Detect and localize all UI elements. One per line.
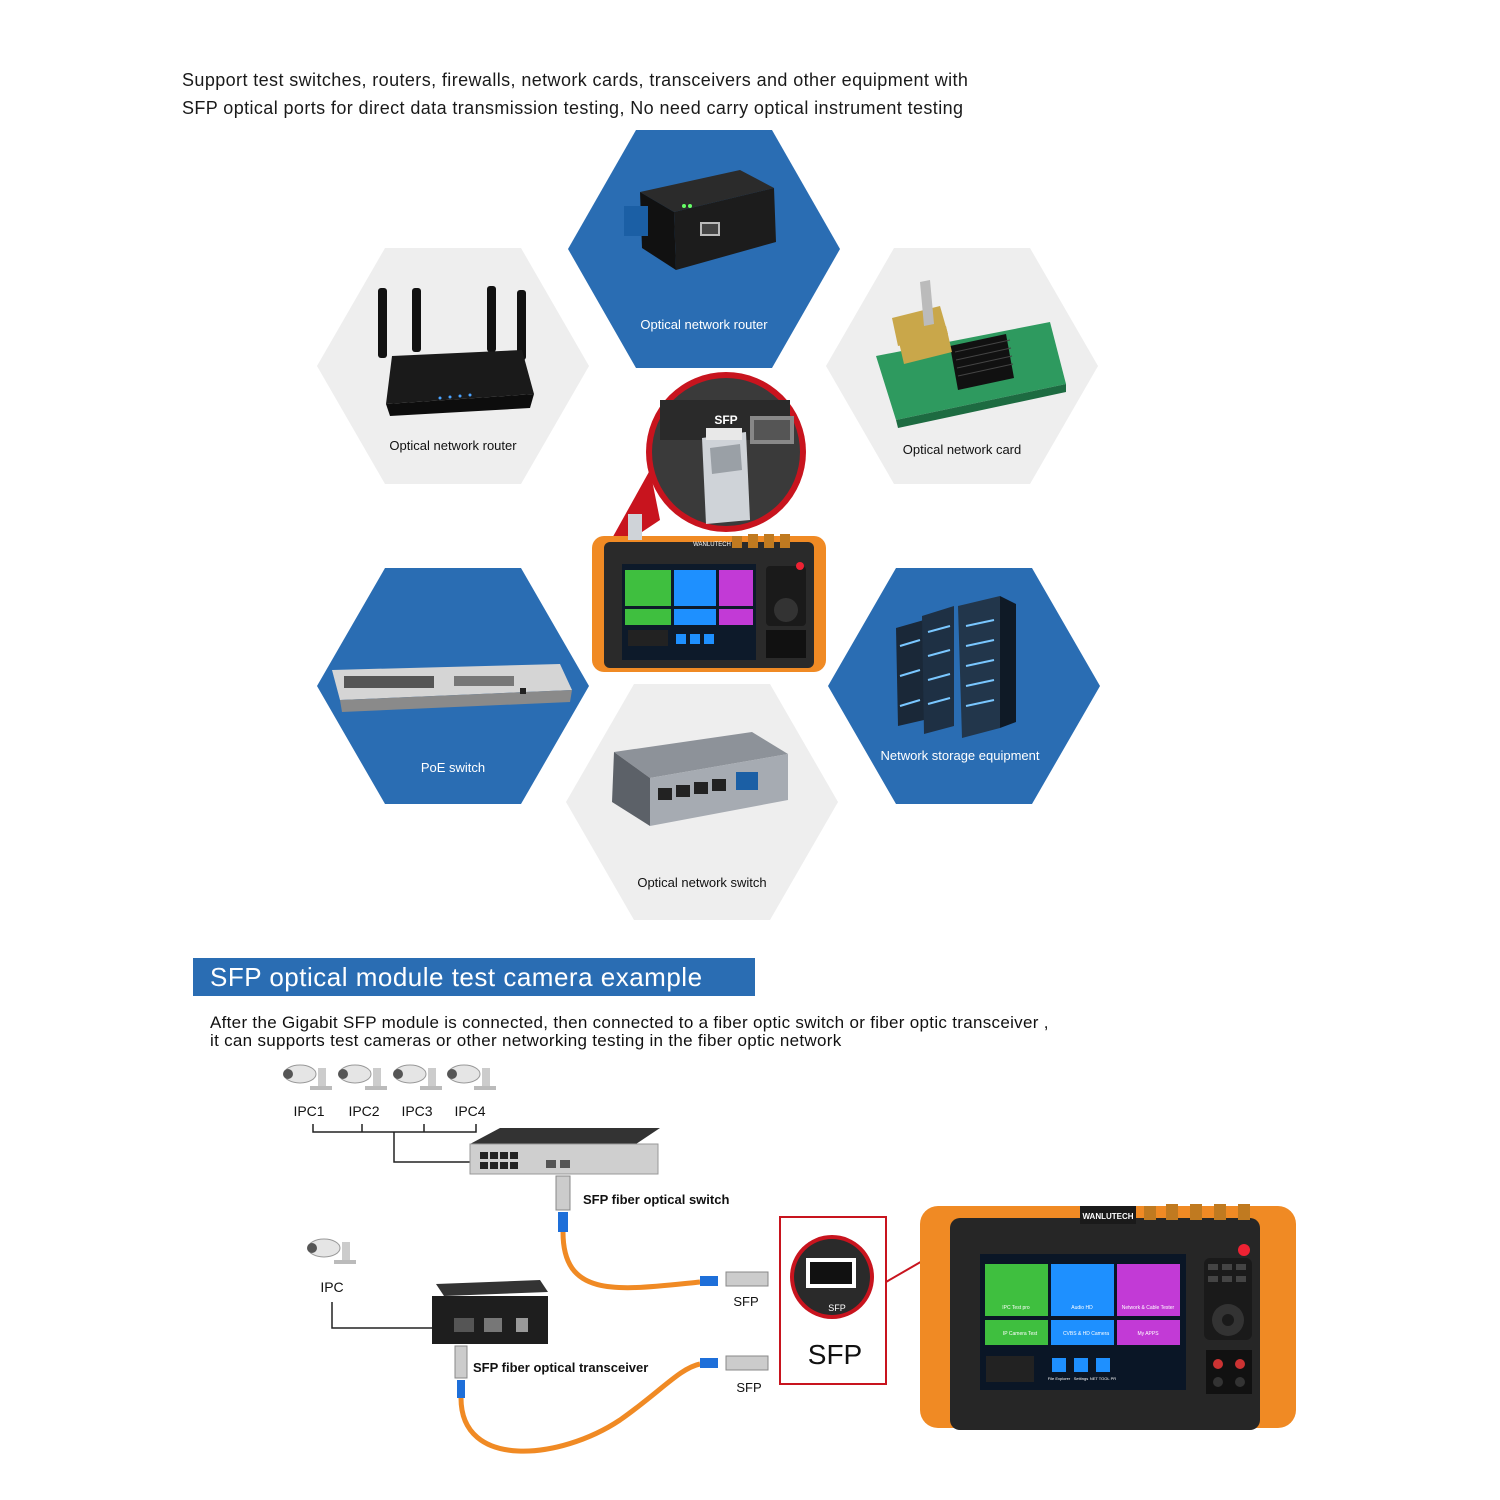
- device-tile-4: IP Camera Test: [1003, 1331, 1038, 1337]
- sfp-label-1: SFP: [733, 1294, 758, 1309]
- sfp-label-2: SFP: [736, 1380, 761, 1395]
- sfp-module-icon: [700, 1271, 769, 1287]
- tester-device: WANLUTECH IPC Test pro Audio HD Network …: [920, 1204, 1296, 1430]
- sfp-module-icon: [555, 1175, 571, 1232]
- ipc4-label: IPC4: [454, 1103, 485, 1119]
- ipc-camera-row: [283, 1064, 496, 1090]
- hex-poe-switch: PoE switch: [317, 568, 589, 804]
- server-racks-icon: [896, 596, 1016, 738]
- media-converter-icon: [624, 170, 776, 270]
- ipc-line: [331, 1302, 432, 1329]
- wifi-router-icon: [378, 286, 534, 416]
- camera-icon: [338, 1064, 387, 1090]
- zoom-sfp-label: SFP: [714, 413, 737, 427]
- section-desc-line-1: After the Gigabit SFP module is connecte…: [210, 1013, 1049, 1032]
- small-switch-icon: [612, 732, 788, 826]
- sfp-zoom-callout: SFP: [600, 372, 806, 560]
- sfp-module-icon: [700, 1355, 769, 1371]
- sfp-module-icon: [454, 1345, 468, 1398]
- device-brand: WANLUTECH: [1082, 1212, 1133, 1221]
- network-card-icon: [876, 280, 1066, 428]
- transceiver-label: SFP fiber optical transceiver: [473, 1360, 648, 1375]
- hex-label-3: Optical network card: [903, 442, 1022, 457]
- device-tile-5: CVBS & HD Camera: [1063, 1331, 1109, 1337]
- hex-server-racks: Network storage equipment: [828, 568, 1100, 804]
- section-title: SFP optical module test camera example: [193, 958, 755, 996]
- camera-icon: [307, 1238, 356, 1264]
- network-diagram: IPC1 IPC2 IPC3 IPC4 SFP fiber optical sw…: [283, 1064, 1296, 1454]
- hex-media-converter: Optical network router: [568, 130, 840, 368]
- switch-label: SFP fiber optical switch: [583, 1192, 729, 1207]
- device-bottom-icon-2: Settings: [1074, 1376, 1088, 1381]
- intro-line-2: SFP optical ports for direct data transm…: [182, 98, 964, 118]
- hexagon-cluster: Optical network router Optical network r…: [317, 130, 1100, 920]
- hex-label-1: Optical network router: [640, 317, 768, 332]
- device-tile-2: Audio HD: [1071, 1305, 1093, 1311]
- hex-small-switch: Optical network switch: [566, 684, 838, 920]
- sfp-callout-box: SFP SFP: [779, 1216, 887, 1385]
- ipc-bus-lines: [312, 1124, 477, 1163]
- hex-label-2: Optical network router: [389, 438, 517, 453]
- ipc-label: IPC: [320, 1279, 343, 1295]
- hex-label-5: Network storage equipment: [881, 748, 1040, 763]
- rack-switch-icon: [332, 664, 572, 712]
- device-tile-1: IPC Test pro: [1002, 1305, 1030, 1311]
- ipc3-label: IPC3: [401, 1103, 432, 1119]
- device-bottom-icon-3: NET TOOL PR: [1090, 1376, 1116, 1381]
- callout-big-label: SFP: [808, 1339, 862, 1370]
- fiber-switch-icon: [469, 1128, 660, 1175]
- fiber-cable-2: [458, 1361, 701, 1454]
- camera-icon: [447, 1064, 496, 1090]
- hex-wifi-router: Optical network router: [317, 248, 589, 484]
- hex-label-6: Optical network switch: [637, 875, 766, 890]
- device-tile-6: My APPS: [1137, 1331, 1159, 1337]
- camera-icon: [393, 1064, 442, 1090]
- ipc1-label: IPC1: [293, 1103, 324, 1119]
- callout-small-label: SFP: [828, 1303, 846, 1313]
- device-tile-3: Network & Cable Tester: [1122, 1305, 1175, 1311]
- center-device-brand: WANLUTECH: [693, 542, 731, 548]
- hex-network-card: Optical network card: [826, 248, 1098, 484]
- section-desc-line-2: it can supports test cameras or other ne…: [210, 1031, 842, 1050]
- device-bottom-icon-1: File Explorer: [1048, 1376, 1071, 1381]
- ipc2-label: IPC2: [348, 1103, 379, 1119]
- fiber-transceiver-icon: [432, 1280, 548, 1344]
- fiber-cable-1: [560, 1231, 701, 1291]
- intro-line-1: Support test switches, routers, firewall…: [182, 70, 969, 90]
- center-tester-device: WANLUTECH: [592, 514, 826, 672]
- camera-icon: [283, 1064, 332, 1090]
- hex-label-4: PoE switch: [421, 760, 485, 775]
